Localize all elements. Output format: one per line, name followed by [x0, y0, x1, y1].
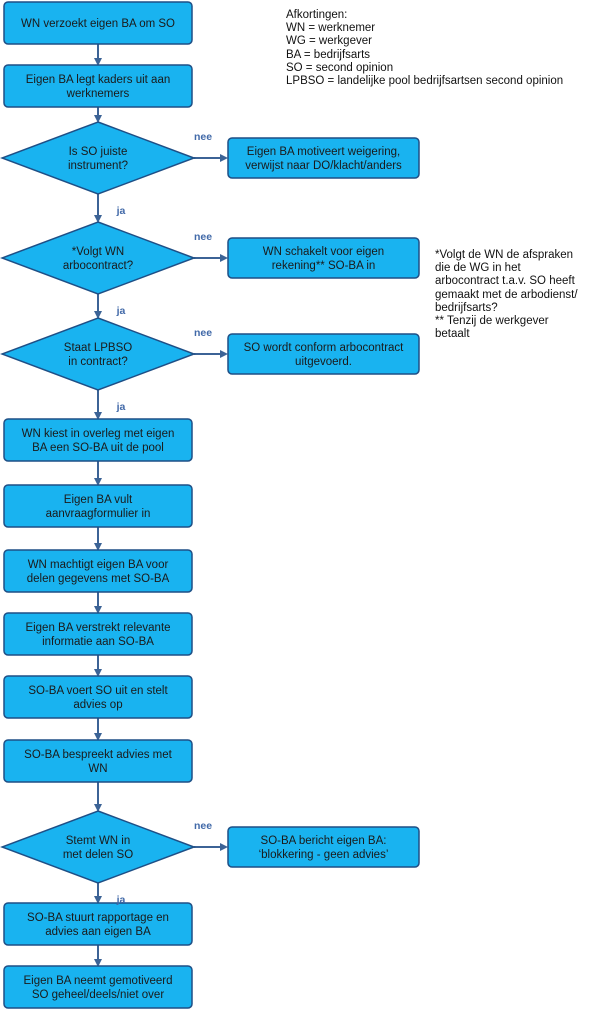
process-box-text-line: Eigen BA legt kaders uit aan — [26, 74, 171, 86]
decision-diamond-text-line: met delen SO — [63, 849, 133, 861]
decision-diamond — [0, 121, 197, 195]
process-box-text-line: SO-BA voert SO uit en stelt — [28, 685, 168, 697]
outcome-box-text-line: verwijst naar DO/klacht/anders — [245, 160, 402, 172]
outcome-box-text-line: ‘blokkering - geen advies’ — [259, 849, 389, 861]
flow-node-s1: WN verzoekt eigen BA om SO — [3, 1, 193, 45]
decision-diamond-text-line: Is SO juiste — [69, 146, 128, 158]
legend-item: SO = second opinion — [286, 61, 394, 74]
flow-node-d2: *Volgt WN arbocontract? — [0, 221, 197, 295]
outcome-box-text-line: SO-BA bericht eigen BA: — [261, 835, 387, 847]
flow-node-d1-no: Eigen BA motiveert weigering, verwijst na… — [227, 137, 420, 179]
process-box — [3, 902, 193, 946]
process-box-text-line: delen gegevens met SO-BA — [27, 573, 170, 585]
decision-diamond-text-line: in contract? — [68, 356, 127, 368]
process-box-text-line: Eigen BA verstrekt relevante — [25, 622, 170, 634]
process-box-text-line: WN kiest in overleg met eigen — [22, 428, 175, 440]
footnote-line: betaalt — [435, 328, 470, 341]
outcome-box — [227, 237, 420, 279]
process-box-text-line: Eigen BA vult — [64, 494, 133, 506]
legend: Afkortingen: WN = werknemer WG = werkgev… — [286, 9, 563, 88]
process-box-text-line: Eigen BA neemt gemotiveerd — [24, 975, 173, 987]
outcome-box-text-line: rekening** SO-BA in — [272, 260, 376, 272]
decision-diamond-text-line: Stemt WN in — [66, 835, 131, 847]
footnote-line: die de WG in het — [435, 262, 521, 275]
process-box-text-line: werknemers — [66, 88, 130, 100]
flowchart-edges — [94, 44, 228, 967]
outcome-box — [227, 826, 420, 868]
process-box — [3, 739, 193, 783]
process-box-text-line: WN verzoekt eigen BA om SO — [21, 18, 175, 30]
outcome-box — [227, 333, 420, 375]
flow-node-d4-no: SO-BA bericht eigen BA: ‘blokkering - gee… — [227, 826, 420, 868]
process-box — [3, 64, 193, 108]
process-box-text-line: WN machtigt eigen BA voor — [28, 559, 169, 571]
process-box-text-line: informatie aan SO-BA — [42, 636, 154, 648]
flow-node-d3: Staat LPBSO in contract? — [0, 317, 197, 391]
flow-node-s4: Eigen BA vult aanvraagformulier in — [3, 484, 193, 528]
decision-diamond-text-line: Staat LPBSO — [64, 342, 132, 354]
flow-node-s6: Eigen BA verstrekt relevante informatie a… — [3, 612, 193, 656]
legend-item: BA = bedrijfsarts — [286, 48, 371, 61]
process-box — [3, 965, 193, 1009]
outcome-box — [227, 137, 420, 179]
flow-node-s9: SO-BA stuurt rapportage en advies aan eig… — [3, 902, 193, 946]
no-label: nee — [194, 231, 212, 243]
flow-node-s3: WN kiest in overleg met eigen BA een SO-B… — [3, 418, 193, 462]
flowchart-nodes: WN verzoekt eigen BA om SO Eigen BA legt … — [0, 1, 420, 1009]
decision-diamond-text-line: *Volgt WN — [72, 246, 124, 258]
process-box — [3, 549, 193, 593]
yes-label: ja — [116, 401, 126, 413]
decision-diamond-text-line: arbocontract? — [63, 260, 133, 272]
outcome-box-text-line: WN schakelt voor eigen — [263, 246, 384, 258]
process-box-text-line: SO geheel/deels/niet over — [32, 989, 165, 1001]
outcome-box-text-line: SO wordt conform arbocontract — [244, 342, 405, 354]
flow-node-s2: Eigen BA legt kaders uit aan werknemers — [3, 64, 193, 108]
process-box — [3, 418, 193, 462]
decision-diamond — [0, 810, 197, 884]
yes-label: ja — [116, 305, 126, 317]
decision-diamond — [0, 221, 197, 295]
legend-item: WG = werkgever — [286, 35, 372, 48]
footnote-line: arbocontract t.a.v. SO heeft — [435, 275, 575, 288]
process-box-text-line: BA een SO-BA uit de pool — [32, 442, 164, 454]
yes-label: ja — [116, 205, 126, 217]
process-box — [3, 484, 193, 528]
legend-item: LPBSO = landelijke pool bedrijfsartsen s… — [286, 75, 564, 88]
footnote-line: ** Tenzij de werkgever — [435, 315, 549, 328]
flow-node-s7: SO-BA voert SO uit en stelt advies op — [3, 675, 193, 719]
flow-node-d4: Stemt WN in met delen SO — [0, 810, 197, 884]
process-box-text-line: advies op — [73, 699, 122, 711]
process-box-text-line: WN — [88, 763, 107, 775]
no-label: nee — [194, 131, 212, 143]
process-box-text-line: advies aan eigen BA — [45, 926, 151, 938]
process-box-text-line: aanvraagformulier in — [46, 508, 151, 520]
footnote: *Volgt de WN de afspraken die de WG in h… — [435, 249, 578, 341]
process-box — [3, 675, 193, 719]
flowchart-edge-labels: nee nee nee nee ja ja ja ja — [116, 131, 213, 906]
process-box — [3, 612, 193, 656]
footnote-line: gemaakt met de arbodienst/ — [435, 288, 578, 301]
flow-node-s10: Eigen BA neemt gemotiveerd SO geheel/deel… — [3, 965, 193, 1009]
process-box — [3, 1, 193, 45]
footnote-line: bedrijfsarts? — [435, 301, 498, 314]
footnote-line: *Volgt de WN de afspraken — [435, 249, 574, 261]
process-box-text-line: SO-BA bespreekt advies met — [24, 749, 172, 761]
flow-node-d2-no: WN schakelt voor eigen rekening** SO-BA i… — [227, 237, 420, 279]
flow-node-s5: WN machtigt eigen BA voor delen gegevens … — [3, 549, 193, 593]
no-label: nee — [194, 820, 212, 832]
flow-node-d3-no: SO wordt conform arbocontract uitgevoerd. — [227, 333, 420, 375]
process-box-text-line: SO-BA stuurt rapportage en — [27, 912, 169, 924]
yes-label: ja — [116, 894, 126, 906]
outcome-box-text-line: uitgevoerd. — [295, 356, 352, 368]
legend-item: WN = werknemer — [286, 22, 376, 35]
outcome-box-text-line: Eigen BA motiveert weigering, — [247, 146, 400, 158]
legend-title: Afkortingen: — [286, 9, 348, 21]
decision-diamond — [0, 317, 197, 391]
flow-node-d1: Is SO juiste instrument? — [0, 121, 197, 195]
no-label: nee — [194, 327, 212, 339]
decision-diamond-text-line: instrument? — [68, 160, 128, 172]
